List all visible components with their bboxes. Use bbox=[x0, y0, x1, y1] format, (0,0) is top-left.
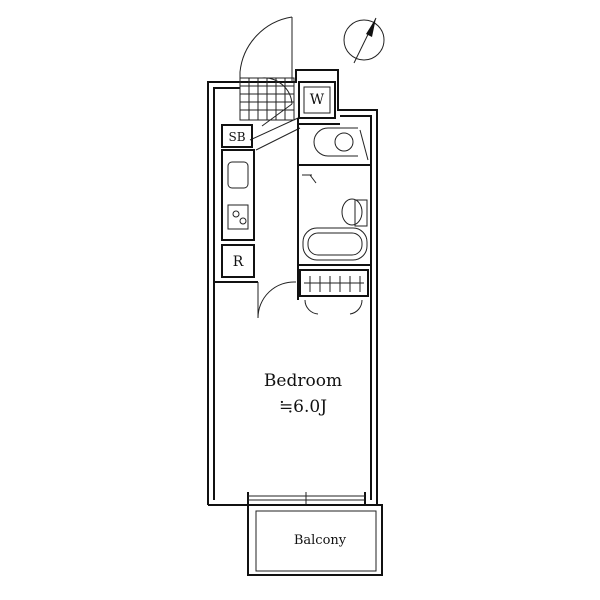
closet bbox=[299, 269, 369, 315]
compass-icon bbox=[343, 17, 385, 64]
bedroom-door bbox=[214, 281, 297, 319]
balcony-label: Balcony bbox=[294, 533, 347, 548]
bedroom: Bedroom ≒6.0J bbox=[264, 371, 342, 417]
bedroom-label: Bedroom bbox=[264, 371, 342, 391]
balcony: Balcony bbox=[247, 504, 383, 576]
balcony-window bbox=[248, 492, 365, 504]
corridor bbox=[249, 117, 340, 300]
kitchen-counter bbox=[221, 149, 255, 241]
genkan-tiles bbox=[239, 77, 295, 127]
entrance-door bbox=[239, 16, 293, 82]
shoe-box-label: SB bbox=[228, 130, 245, 144]
bathroom bbox=[297, 127, 372, 266]
washer-label: W bbox=[310, 92, 325, 108]
refrigerator: R bbox=[221, 244, 255, 278]
bedroom-size: ≒6.0J bbox=[279, 397, 327, 417]
refrigerator-label: R bbox=[233, 254, 244, 270]
washer-space: W bbox=[298, 81, 336, 119]
shoe-box: SB bbox=[221, 124, 253, 148]
outer-walls bbox=[207, 69, 378, 506]
